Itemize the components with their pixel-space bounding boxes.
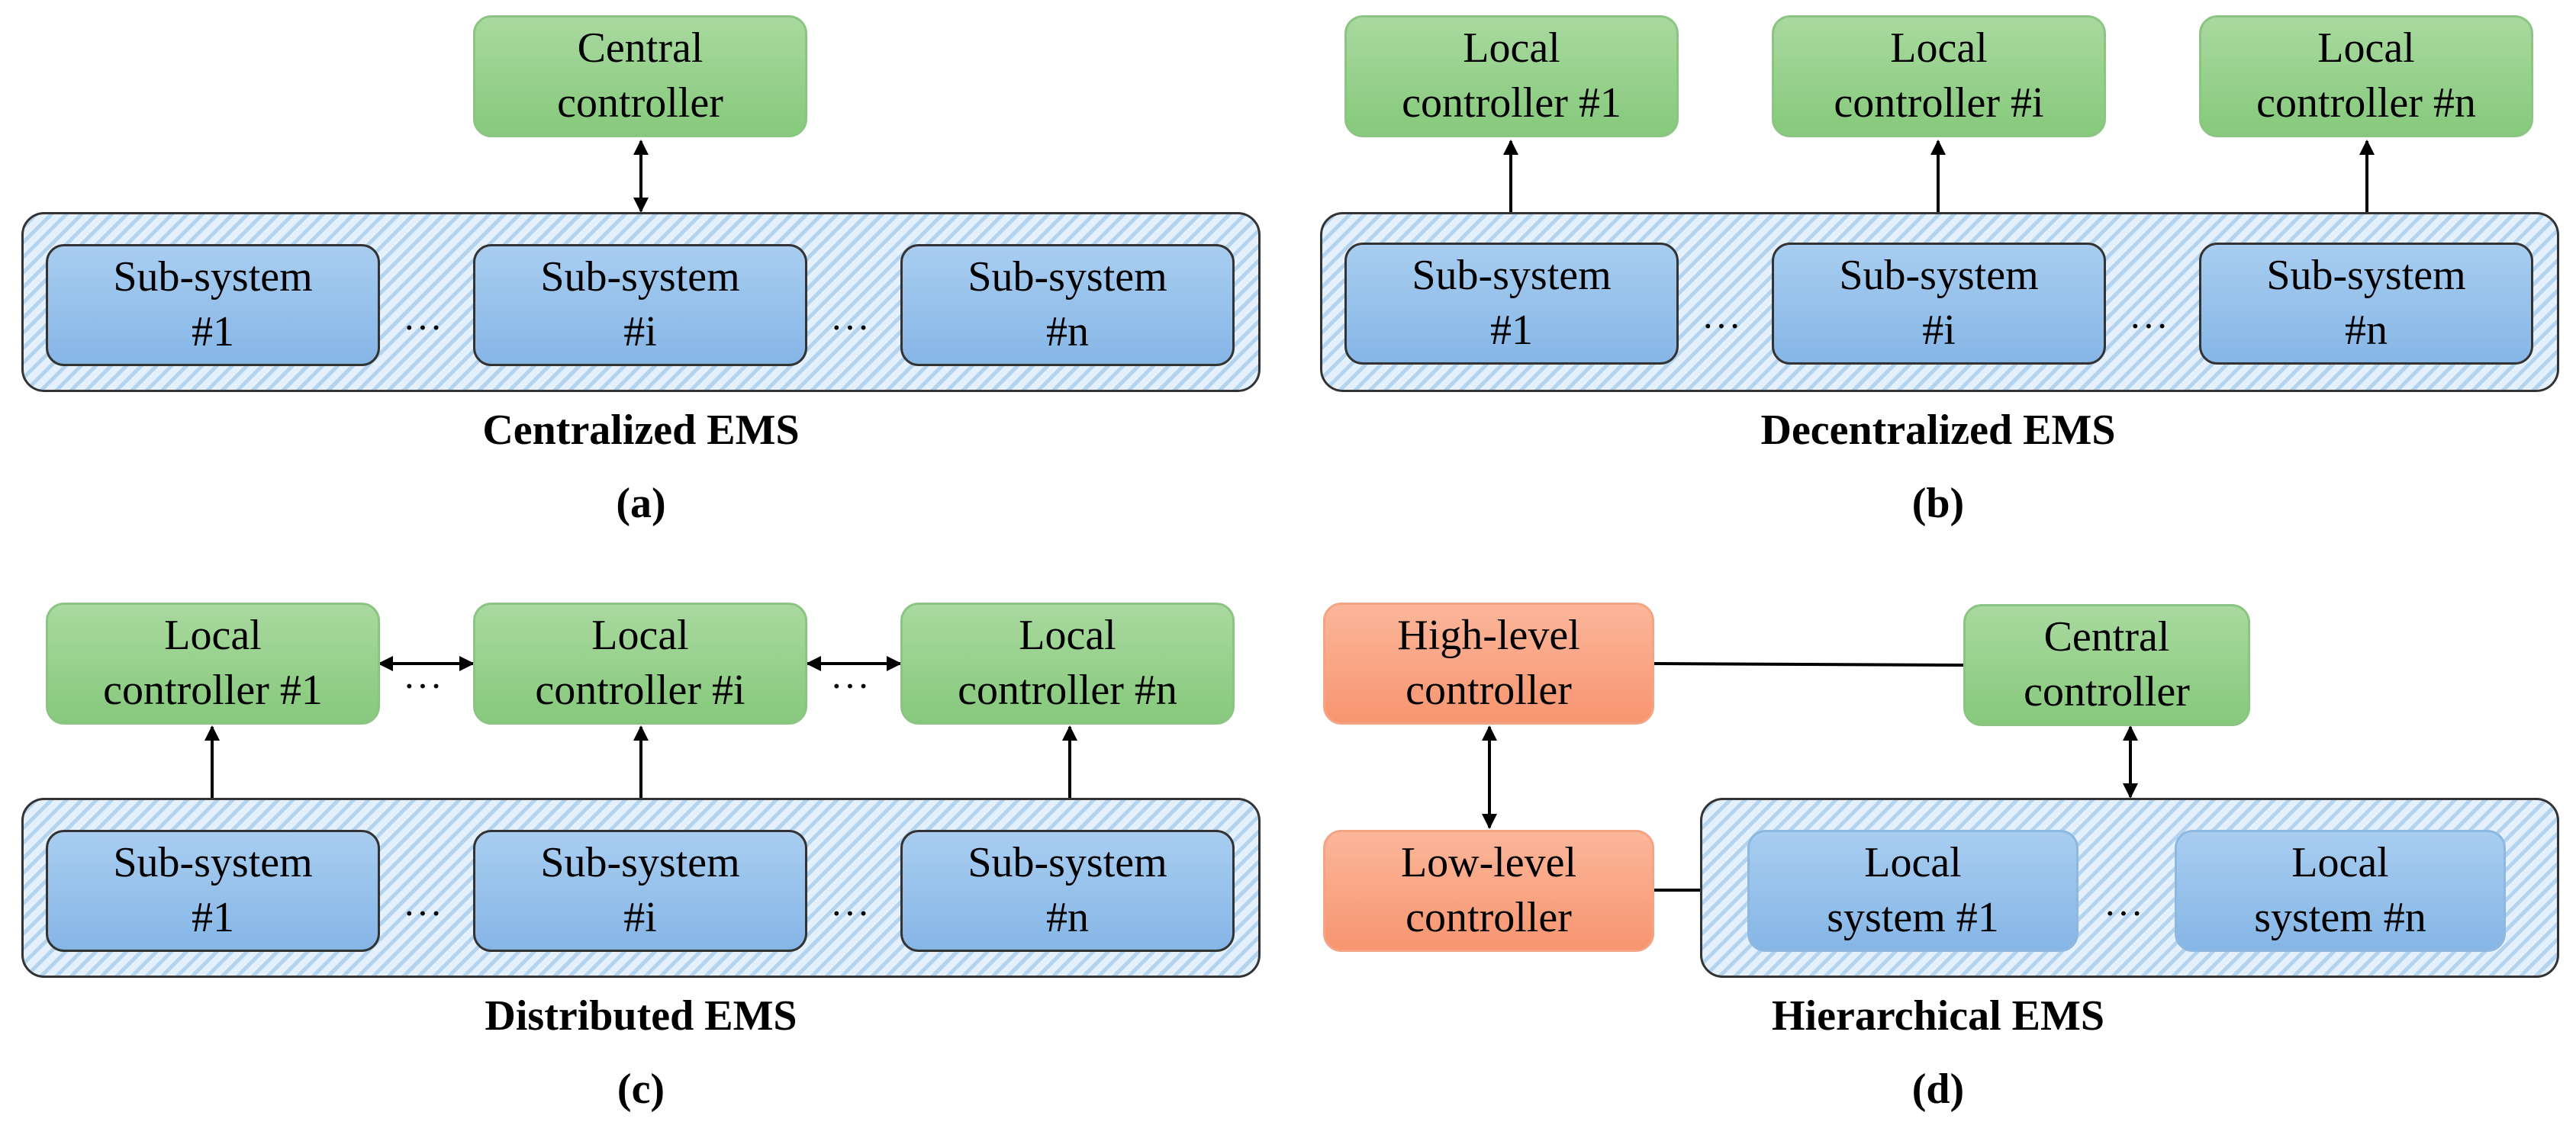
label: controller [1406,667,1572,714]
label: #i [623,308,657,355]
panel-title-a: Centralized EMS [482,407,800,454]
subsystem-c-n: Sub-system #n [900,830,1235,952]
high-level-controller: High-level controller [1323,603,1654,725]
label: Sub-system [968,839,1167,887]
panel-title-d: Hierarchical EMS [1772,992,2104,1040]
label: controller [557,79,723,127]
label: system #1 [1827,894,1999,941]
local-controller-b-n: Local controller #n [2199,15,2533,137]
label: Sub-system [113,839,313,887]
ellipsis: ··· [830,306,871,349]
label: Sub-system [540,839,740,887]
label: #n [1046,894,1089,941]
label: controller #n [2256,79,2476,127]
ellipsis: ··· [403,306,443,349]
label: Local [2291,839,2389,887]
label: controller #i [535,667,745,714]
ellipsis: ··· [2129,304,2169,347]
label: Sub-system [540,253,740,301]
ellipsis: ··· [830,892,871,934]
label: #i [1922,307,1956,354]
label: Local [2317,24,2415,72]
central-controller-a: Central controller [473,15,807,137]
subsystem-c-i: Sub-system #i [473,830,807,952]
label: Sub-system [1412,252,1612,300]
local-system-d-n: Local system #n [2175,830,2506,952]
label: Sub-system [113,253,313,301]
label: #n [1046,308,1089,355]
local-system-d-1: Local system #1 [1747,830,2079,952]
local-controller-c-i: Local controller #i [473,603,807,725]
panel-label-b: (b) [1911,480,1965,527]
label: controller #i [1834,79,2044,127]
local-controller-b-i: Local controller #i [1772,15,2106,137]
panel-title-c: Distributed EMS [485,992,797,1040]
line-high-to-central [1653,662,1964,667]
subsystem-b-1: Sub-system #1 [1344,243,1679,365]
panel-title-b: Decentralized EMS [1760,407,2116,454]
label: controller [1406,894,1572,941]
label: High-level [1397,612,1580,660]
label: #1 [1490,307,1533,354]
subsystem-a-1: Sub-system #1 [46,244,380,366]
label: Sub-system [968,253,1167,301]
label: Sub-system [1839,252,2039,300]
subsystem-a-i: Sub-system #i [473,244,807,366]
subsystem-a-n: Sub-system #n [900,244,1235,366]
label: #1 [192,894,234,941]
ellipsis: ··· [403,664,443,707]
panel-label-d: (d) [1911,1066,1965,1113]
ellipsis: ··· [2104,892,2144,934]
label: system #n [2254,894,2426,941]
local-controller-c-n: Local controller #n [900,603,1235,725]
label: Low-level [1400,839,1577,887]
label: controller [2024,668,2190,715]
label: Sub-system [2266,252,2466,300]
central-controller-d: Central controller [1963,604,2250,726]
label: #i [623,894,657,941]
subsystem-c-1: Sub-system #1 [46,830,380,952]
panel-label-c: (c) [617,1066,665,1113]
low-level-controller: Low-level controller [1323,830,1654,952]
local-controller-b-1: Local controller #1 [1344,15,1679,137]
panel-label-a: (a) [616,480,666,527]
label: Central [2043,613,2170,661]
local-controller-c-1: Local controller #1 [46,603,380,725]
label: Local [1463,24,1560,72]
label: Local [1864,839,1962,887]
label: Local [591,612,689,660]
label: Local [1019,612,1116,660]
label: #1 [192,308,234,355]
label: Local [1890,24,1988,72]
ellipsis: ··· [830,664,871,707]
subsystem-b-n: Sub-system #n [2199,243,2533,365]
label: controller #1 [1402,79,1621,127]
label: Local [164,612,262,660]
ellipsis: ··· [1702,304,1742,347]
label: #n [2345,307,2388,354]
label: Central [577,24,704,72]
subsystem-b-i: Sub-system #i [1772,243,2106,365]
label: controller #n [958,667,1177,714]
ellipsis: ··· [403,892,443,934]
label: controller #1 [103,667,323,714]
